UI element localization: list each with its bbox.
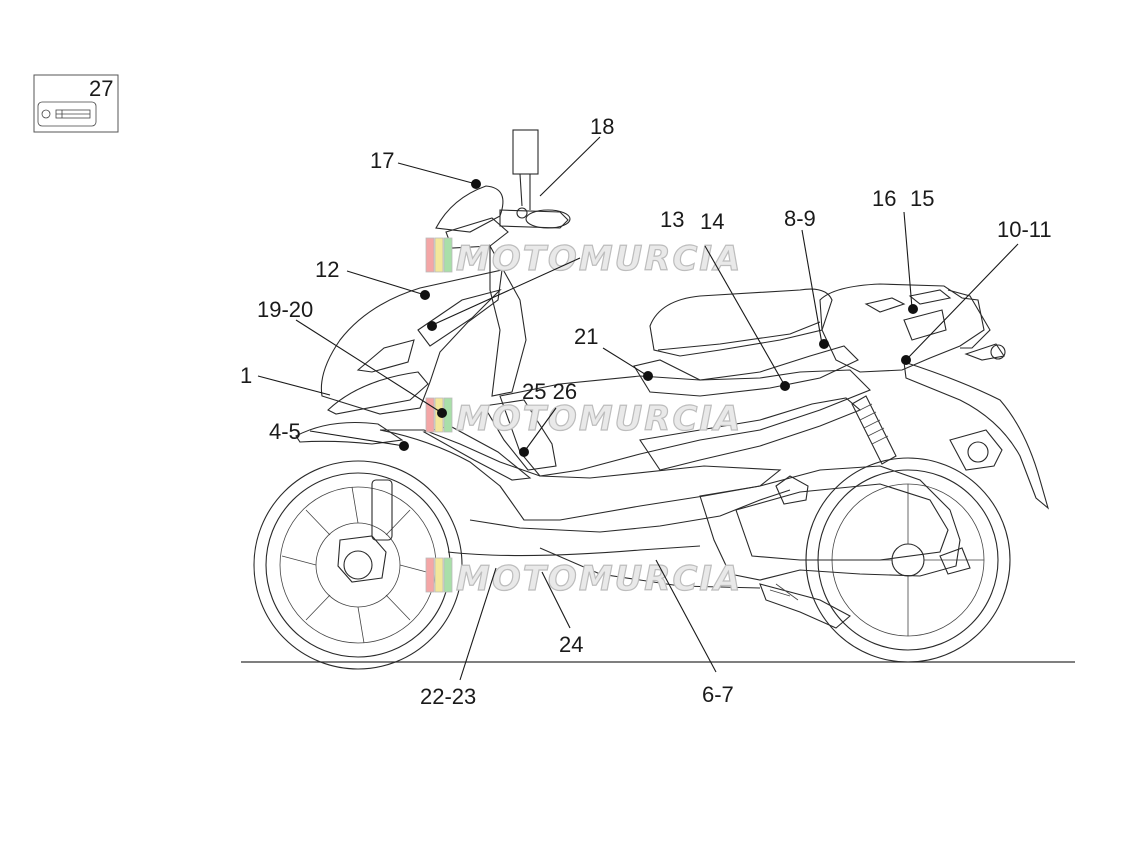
callout-17: 17 — [370, 148, 394, 173]
watermark-middle: MOTOMURCIA — [425, 397, 742, 440]
callout-15: 15 — [910, 186, 934, 211]
callout-8-9: 8-9 — [784, 206, 816, 231]
watermark-text: MOTOMURCIA — [456, 239, 742, 279]
leader-lines — [257, 136, 1019, 681]
reference-dots — [399, 179, 918, 457]
callout-24: 24 — [559, 632, 583, 657]
callout-18: 18 — [590, 114, 614, 139]
callout-14: 14 — [700, 209, 724, 234]
callout-10-11: 10-11 — [997, 217, 1052, 242]
watermark-text: MOTOMURCIA — [456, 399, 742, 439]
callout-6-7: 6-7 — [702, 682, 734, 707]
callout-25-26: 25 26 — [522, 379, 577, 404]
watermark-text: MOTOMURCIA — [456, 559, 742, 599]
rear-shock — [851, 395, 897, 465]
watermark-top: MOTOMURCIA — [425, 237, 742, 280]
callout-4-5: 4-5 — [269, 419, 301, 444]
watermark-bottom: MOTOMURCIA — [425, 557, 742, 600]
callout-13: 13 — [660, 207, 684, 232]
callout-1: 1 — [240, 363, 252, 388]
callout-21: 21 — [574, 324, 598, 349]
legend-box-27: 27 — [33, 74, 119, 133]
legend-label: 27 — [89, 76, 113, 101]
callout-labels: 17 18 12 19-20 1 4-5 25 26 21 13 14 8-9 … — [240, 114, 1052, 709]
callout-19-20: 19-20 — [257, 297, 313, 322]
callout-12: 12 — [315, 257, 339, 282]
callout-22-23: 22-23 — [420, 684, 476, 709]
callout-16: 16 — [872, 186, 896, 211]
scooter-outline — [253, 129, 1050, 670]
